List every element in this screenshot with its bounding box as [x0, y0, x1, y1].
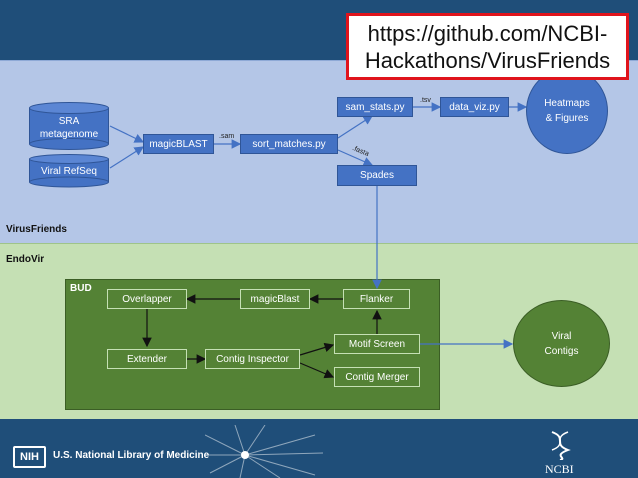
edge-label-tsv: .tsv [420, 97, 431, 104]
repo-url-callout: https://github.com/NCBI- Hackathons/Viru… [346, 13, 629, 80]
overlapper-node: Overlapper [107, 289, 187, 309]
contig-merger-node: Contig Merger [334, 367, 420, 387]
sra-label-1: SRA [58, 116, 80, 127]
flanker-node: Flanker [343, 289, 410, 309]
footer-bar [0, 419, 638, 478]
sam-stats-node: sam_stats.py [337, 97, 413, 117]
cylinder-shape [29, 154, 109, 188]
spades-node: Spades [337, 165, 417, 186]
endovir-label: EndoVir [6, 254, 45, 265]
arrow-sort-samstats [337, 115, 374, 139]
heatmaps-label-2: & Figures [545, 113, 589, 124]
url-line-2: Hackathons/VirusFriends [364, 48, 611, 73]
cylinder-shape [29, 102, 109, 150]
sra-label-2: metagenome [39, 129, 99, 140]
data-viz-node: data_viz.py [440, 97, 509, 117]
sort-matches-node: sort_matches.py [240, 134, 338, 154]
dna-helix-icon [551, 431, 571, 460]
sra-metagenome-cylinder: SRA metagenome [29, 102, 109, 150]
arrow-inspector-merger [299, 362, 335, 379]
viral-refseq-cylinder: Viral RefSeq [29, 154, 109, 188]
magicblast-top-node: magicBLAST [143, 134, 214, 154]
ncbi-wordmark: NCBI [545, 462, 574, 476]
extender-node: Extender [107, 349, 187, 369]
bud-label: BUD [70, 283, 92, 294]
heatmaps-figures-node: Heatmaps & Figures [526, 68, 608, 154]
viral-contigs-label-2: Contigs [544, 345, 579, 357]
viral-refseq-label: Viral RefSeq [41, 166, 97, 177]
arrow-refseq-magicblast [109, 146, 145, 169]
arrow-sra-magicblast [109, 125, 145, 143]
motif-screen-node: Motif Screen [334, 334, 420, 354]
virusfriends-label: VirusFriends [6, 224, 67, 235]
viral-contigs-label-1: Viral [551, 330, 572, 342]
arrow-sort-spades [337, 149, 374, 167]
url-line-1: https://github.com/NCBI- [367, 21, 608, 46]
edge-label-sam: .sam [219, 133, 235, 140]
magicblast-bud-node: magicBlast [240, 289, 310, 309]
nih-logo: NIH [13, 446, 46, 468]
nlm-name: U.S. National Library of Medicine [53, 450, 210, 461]
starburst-decoration [205, 425, 324, 478]
arrow-inspector-motif [299, 342, 335, 356]
heatmaps-label-1: Heatmaps [544, 98, 590, 109]
contig-inspector-node: Contig Inspector [205, 349, 300, 369]
viral-contigs-node: Viral Contigs [513, 300, 610, 387]
